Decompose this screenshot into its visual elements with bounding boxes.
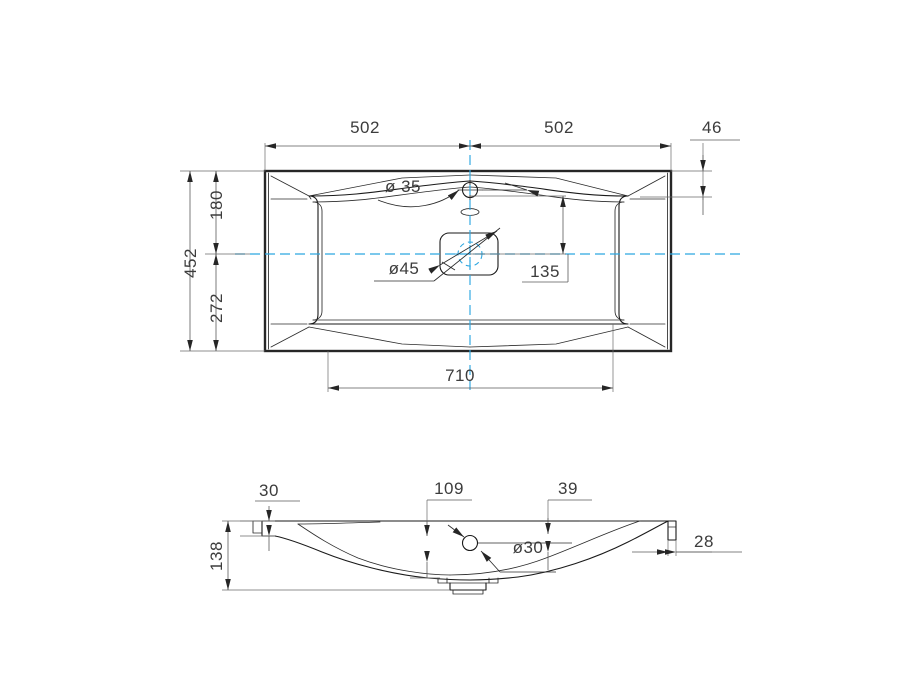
dim-109: 109: [434, 479, 464, 498]
callout-label-d45: ø45: [389, 259, 420, 278]
dim-left-vertical-group: 452 180 272: [180, 170, 265, 352]
dim-180: 180: [207, 190, 226, 220]
dim-272: 272: [207, 293, 226, 323]
top-view: 502 502 46 452 180 272: [180, 118, 740, 395]
callout-drain: ø30: [447, 524, 572, 573]
dim-135-group: 135: [470, 195, 569, 283]
drain-circle: [461, 534, 479, 552]
basin-outer-outline: [263, 169, 673, 353]
dim-138-group: 138: [207, 520, 450, 591]
dim-46: 46: [702, 118, 722, 137]
callout-label-d35: ø 35: [385, 177, 421, 196]
dim-39: 39: [558, 479, 578, 498]
dim-502-left: 502: [350, 118, 380, 137]
centerlines-top-view: [235, 140, 740, 395]
dim-109-group: 109: [410, 479, 472, 579]
bowl-section-outer: [274, 520, 669, 581]
dim-30: 30: [259, 481, 279, 500]
bowl-section-inner: [297, 520, 641, 576]
dim-28-group: 28: [632, 532, 742, 556]
deck-chamfer-lines: [270, 174, 666, 348]
callout-label-d30: ø30: [513, 538, 544, 557]
callout-tap-hole: ø 35: [377, 177, 540, 208]
dim-710: 710: [445, 366, 475, 385]
dim-135: 135: [530, 262, 560, 281]
dim-502-right: 502: [544, 118, 574, 137]
dim-top-horizontal-group: 502 502 46: [264, 118, 740, 215]
dim-138: 138: [207, 541, 226, 571]
callout-overflow: ø45: [374, 227, 501, 282]
dim-452: 452: [181, 248, 200, 278]
dim-39-group: 39: [545, 479, 592, 570]
front-section-view: 30 109 39: [207, 479, 742, 595]
bowl-opening-outline: [308, 180, 629, 325]
drain-boss-section: [437, 577, 499, 595]
dim-710-group: 710: [327, 324, 614, 392]
dim-28: 28: [694, 532, 714, 551]
